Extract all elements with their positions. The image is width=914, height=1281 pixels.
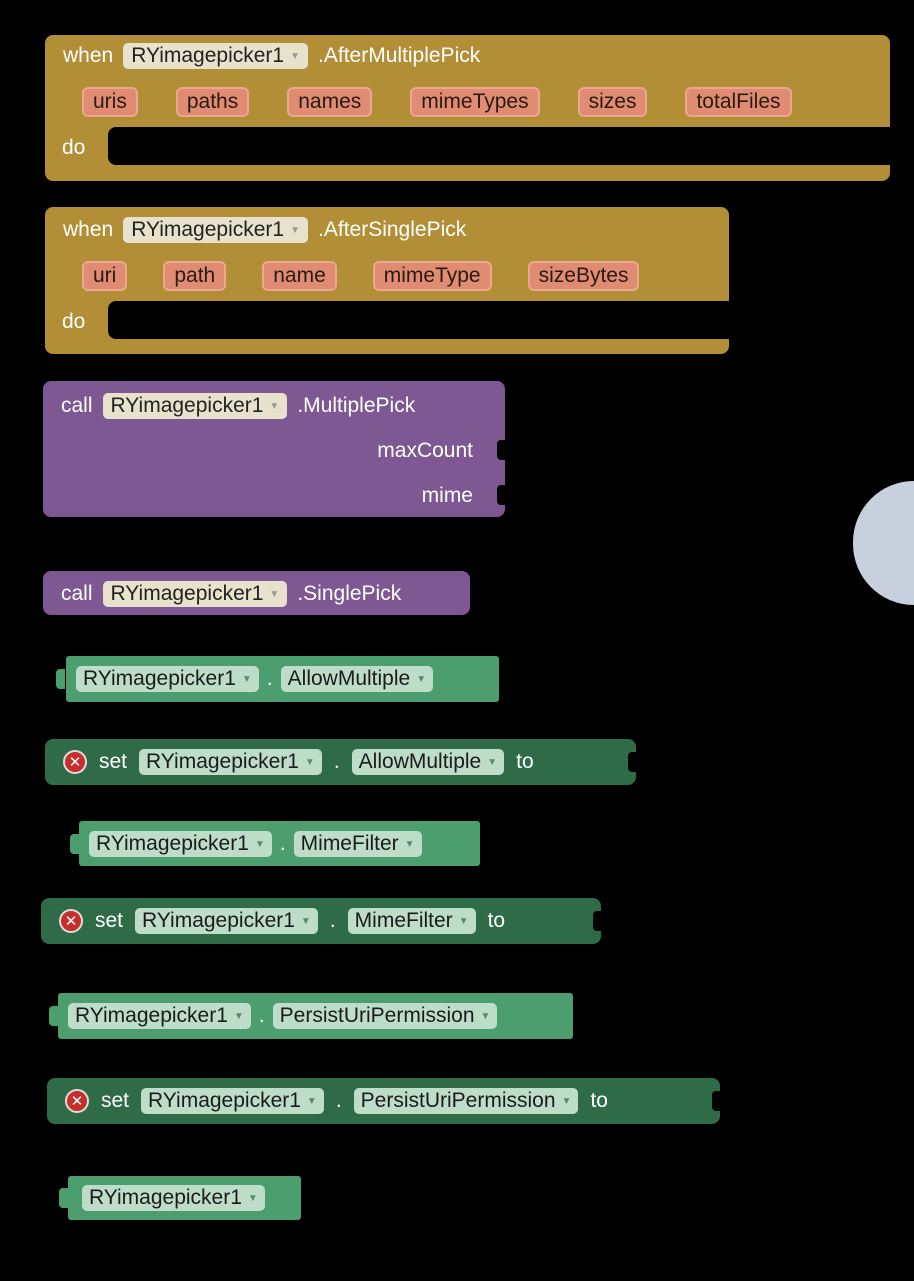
set-label: set [95,909,124,932]
method-name: .MultiplePick [297,394,416,417]
when-label: when [63,44,114,67]
dropdown-arrow-icon: ▼ [269,400,280,412]
dropdown-arrow-icon: ▼ [306,1095,317,1107]
getter-persist-uri-permission[interactable]: RYimagepicker1▼ . PersistUriPermission▼ [58,993,573,1039]
component-dropdown[interactable]: RYimagepicker1▼ [89,831,272,857]
dropdown-arrow-icon: ▼ [487,756,498,768]
set-label: set [99,750,128,773]
input-socket[interactable] [712,1091,720,1111]
param-path[interactable]: path [163,261,227,291]
dropdown-arrow-icon: ▼ [254,838,265,850]
dropdown-arrow-icon: ▼ [304,756,315,768]
component-dropdown[interactable]: RYimagepicker1▼ [76,666,259,692]
output-plug [49,1006,58,1026]
dot: . [329,909,336,932]
setter-allow-multiple[interactable]: ✕ set RYimagepicker1▼ . AllowMultiple▼ t… [45,739,636,785]
dropdown-arrow-icon: ▼ [269,588,280,600]
component-dropdown[interactable]: RYimagepicker1▼ [123,43,309,69]
set-label: set [101,1089,130,1112]
output-plug [59,1188,68,1208]
floating-action-button[interactable] [853,481,914,605]
param-sizes[interactable]: sizes [577,87,648,117]
event-name: .AfterSinglePick [318,218,467,241]
param-paths[interactable]: paths [175,87,250,117]
param-totalfiles[interactable]: totalFiles [685,87,792,117]
param-mimetype[interactable]: mimeType [372,261,492,291]
component-dropdown[interactable]: RYimagepicker1▼ [139,749,322,775]
param-name[interactable]: name [262,261,337,291]
input-socket-mime[interactable] [497,485,505,505]
input-socket[interactable] [593,911,601,931]
input-socket[interactable] [628,752,636,772]
method-name: .SinglePick [297,582,402,605]
getter-mime-filter[interactable]: RYimagepicker1▼ . MimeFilter▼ [79,821,480,866]
output-plug [70,834,79,854]
to-label: to [516,750,534,773]
param-names[interactable]: names [287,87,373,117]
param-sizebytes[interactable]: sizeBytes [527,261,640,291]
dropdown-arrow-icon: ▼ [233,1010,244,1022]
property-dropdown[interactable]: MimeFilter▼ [347,908,476,934]
property-dropdown[interactable]: PersistUriPermission▼ [353,1088,579,1114]
event-after-multiple-pick[interactable]: when RYimagepicker1▼ .AfterMultiplePick … [45,35,890,181]
do-slot[interactable] [108,301,729,339]
dropdown-arrow-icon: ▼ [241,673,252,685]
call-label: call [61,582,93,605]
dot: . [266,667,273,690]
do-label: do [62,136,86,159]
dropdown-arrow-icon: ▼ [458,915,469,927]
dropdown-arrow-icon: ▼ [290,50,301,62]
param-mimetypes[interactable]: mimeTypes [410,87,540,117]
dropdown-arrow-icon: ▼ [300,915,311,927]
property-dropdown[interactable]: MimeFilter▼ [293,831,422,857]
call-multiple-pick[interactable]: call RYimagepicker1▼ .MultiplePick maxCo… [43,381,505,517]
component-dropdown[interactable]: RYimagepicker1▼ [82,1185,265,1211]
event-after-single-pick[interactable]: when RYimagepicker1▼ .AfterSinglePick ur… [45,207,729,354]
property-dropdown[interactable]: PersistUriPermission▼ [272,1003,498,1029]
to-label: to [487,909,506,932]
dot: . [258,1004,265,1027]
component-dropdown[interactable]: RYimagepicker1▼ [123,217,309,243]
getter-allow-multiple[interactable]: RYimagepicker1▼ . AllowMultiple▼ [66,656,499,702]
output-plug [56,669,65,689]
dot: . [333,750,340,773]
arg-maxcount: maxCount [377,439,473,462]
component-dropdown[interactable]: RYimagepicker1▼ [135,908,318,934]
property-dropdown[interactable]: AllowMultiple▼ [351,749,505,775]
dot: . [335,1089,342,1112]
error-icon[interactable]: ✕ [63,750,87,774]
dropdown-arrow-icon: ▼ [404,838,415,850]
do-label: do [62,310,86,333]
error-icon[interactable]: ✕ [59,909,83,933]
component-dropdown[interactable]: RYimagepicker1▼ [102,393,288,419]
arg-mime: mime [421,484,473,507]
event-name: .AfterMultiplePick [318,44,481,67]
setter-mime-filter[interactable]: ✕ set RYimagepicker1▼ . MimeFilter▼ to [41,898,601,944]
component-dropdown[interactable]: RYimagepicker1▼ [102,581,288,607]
to-label: to [590,1089,608,1112]
when-label: when [63,218,114,241]
param-uri[interactable]: uri [82,261,128,291]
dropdown-arrow-icon: ▼ [247,1192,258,1204]
dot: . [279,832,286,855]
dropdown-arrow-icon: ▼ [416,673,427,685]
component-block[interactable]: RYimagepicker1▼ [68,1176,301,1220]
component-dropdown[interactable]: RYimagepicker1▼ [68,1003,251,1029]
do-slot[interactable] [108,127,890,165]
call-label: call [61,394,93,417]
dropdown-arrow-icon: ▼ [561,1095,572,1107]
component-dropdown[interactable]: RYimagepicker1▼ [141,1088,324,1114]
error-icon[interactable]: ✕ [65,1089,89,1113]
setter-persist-uri-permission[interactable]: ✕ set RYimagepicker1▼ . PersistUriPermis… [47,1078,720,1124]
dropdown-arrow-icon: ▼ [290,224,301,236]
call-single-pick[interactable]: call RYimagepicker1▼ .SinglePick [43,571,470,615]
property-dropdown[interactable]: AllowMultiple▼ [280,666,434,692]
param-uris[interactable]: uris [82,87,138,117]
input-socket-maxcount[interactable] [497,440,505,460]
dropdown-arrow-icon: ▼ [480,1010,491,1022]
